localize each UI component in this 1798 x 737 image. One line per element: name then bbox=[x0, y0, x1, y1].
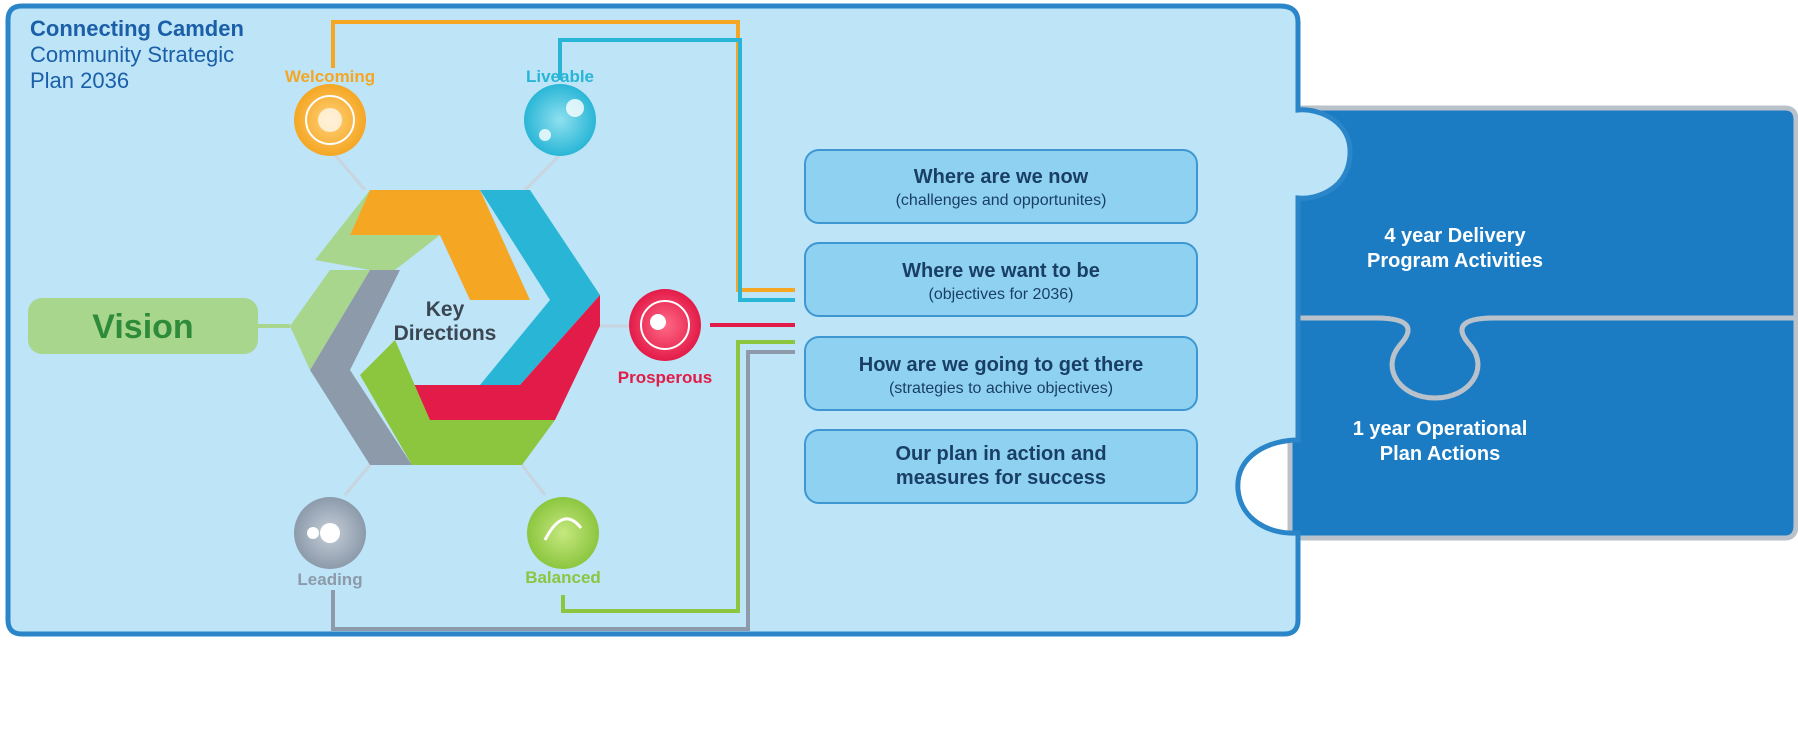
stage-boxes: Where are we now (challenges and opportu… bbox=[804, 149, 1198, 504]
stage-box-how: How are we going to get there (strategie… bbox=[804, 336, 1198, 411]
puzzle-top-line2: Program Activities bbox=[1367, 250, 1543, 272]
leading-dot-small-icon bbox=[307, 527, 319, 539]
prosperous-dot-icon bbox=[650, 314, 666, 330]
hex-segment-liveable bbox=[480, 190, 600, 385]
balanced-icon bbox=[527, 497, 599, 569]
prosperous-ring-icon bbox=[640, 300, 690, 350]
balanced-spoke bbox=[520, 464, 547, 496]
puzzle-top-line1: 4 year Delivery bbox=[1384, 225, 1526, 247]
stage-title: How are we going to get there bbox=[859, 354, 1143, 376]
balanced-swirl-icon bbox=[543, 517, 583, 541]
leading-connector bbox=[331, 350, 795, 631]
leading-dot-icon bbox=[320, 523, 340, 543]
puzzle-bottom-line2: Plan Actions bbox=[1380, 443, 1500, 465]
vision-pill: Vision bbox=[28, 298, 258, 354]
title-line1: Connecting Camden bbox=[30, 16, 244, 41]
stage-title: Our plan in action and bbox=[895, 443, 1106, 465]
liveable-icon bbox=[524, 84, 596, 156]
liveable-label: Liveable bbox=[526, 67, 594, 86]
welcoming-spoke bbox=[333, 154, 367, 191]
connector-lines bbox=[257, 20, 795, 631]
liveable-connector bbox=[558, 38, 795, 302]
stage-title: Where we want to be bbox=[902, 260, 1100, 282]
hex-segment-balanced bbox=[360, 340, 555, 465]
welcoming-label: Welcoming bbox=[285, 67, 375, 86]
stage-title: Where are we now bbox=[914, 166, 1089, 188]
stage-subtitle: (challenges and opportunites) bbox=[896, 192, 1107, 209]
balanced-label: Balanced bbox=[525, 568, 601, 587]
hex-segment-leading bbox=[310, 270, 412, 465]
prosperous-label: Prosperous bbox=[618, 368, 712, 387]
balanced-connector bbox=[561, 340, 795, 613]
liveable-spoke bbox=[523, 153, 562, 192]
key-directions-hexagon: Key Directions bbox=[290, 190, 600, 465]
key-directions-line1: Key bbox=[426, 298, 465, 321]
hex-segment-prosperous bbox=[410, 295, 600, 420]
hex-segment-welcoming bbox=[350, 190, 530, 300]
key-directions-line2: Directions bbox=[394, 322, 497, 345]
title-line2: Community Strategic bbox=[30, 42, 234, 67]
direction-prosperous: Prosperous bbox=[618, 289, 712, 387]
welcoming-ring-icon bbox=[305, 95, 355, 145]
leading-label: Leading bbox=[297, 570, 362, 589]
puzzle-pieces: 4 year Delivery Program Activities 1 yea… bbox=[1287, 105, 1798, 541]
stage-box-now: Where are we now (challenges and opportu… bbox=[804, 149, 1198, 224]
direction-liveable: Liveable bbox=[524, 67, 596, 156]
stage-title-line2: measures for success bbox=[896, 467, 1106, 489]
stage-box-want: Where we want to be (objectives for 2036… bbox=[804, 242, 1198, 317]
direction-welcoming: Welcoming bbox=[285, 67, 375, 156]
liveable-dot-icon bbox=[566, 99, 584, 117]
welcoming-connector bbox=[331, 20, 795, 292]
stage-subtitle: (objectives for 2036) bbox=[929, 286, 1074, 303]
diagram-title: Connecting Camden Community Strategic Pl… bbox=[30, 16, 244, 93]
puzzle-bottom-line1: 1 year Operational bbox=[1353, 418, 1528, 440]
leading-spoke bbox=[343, 464, 372, 496]
direction-leading: Leading bbox=[294, 497, 366, 589]
title-line3: Plan 2036 bbox=[30, 68, 129, 93]
hex-segment-vision bbox=[290, 190, 440, 370]
puzzle-piece-bottom bbox=[1287, 315, 1798, 541]
liveable-dot-small-icon bbox=[539, 129, 551, 141]
stage-subtitle: (strategies to achive objectives) bbox=[889, 380, 1113, 397]
stage-box-action: Our plan in action and measures for succ… bbox=[804, 429, 1198, 504]
direction-balanced: Balanced bbox=[525, 497, 601, 587]
vision-label: Vision bbox=[92, 308, 193, 346]
welcoming-core-icon bbox=[318, 108, 342, 132]
